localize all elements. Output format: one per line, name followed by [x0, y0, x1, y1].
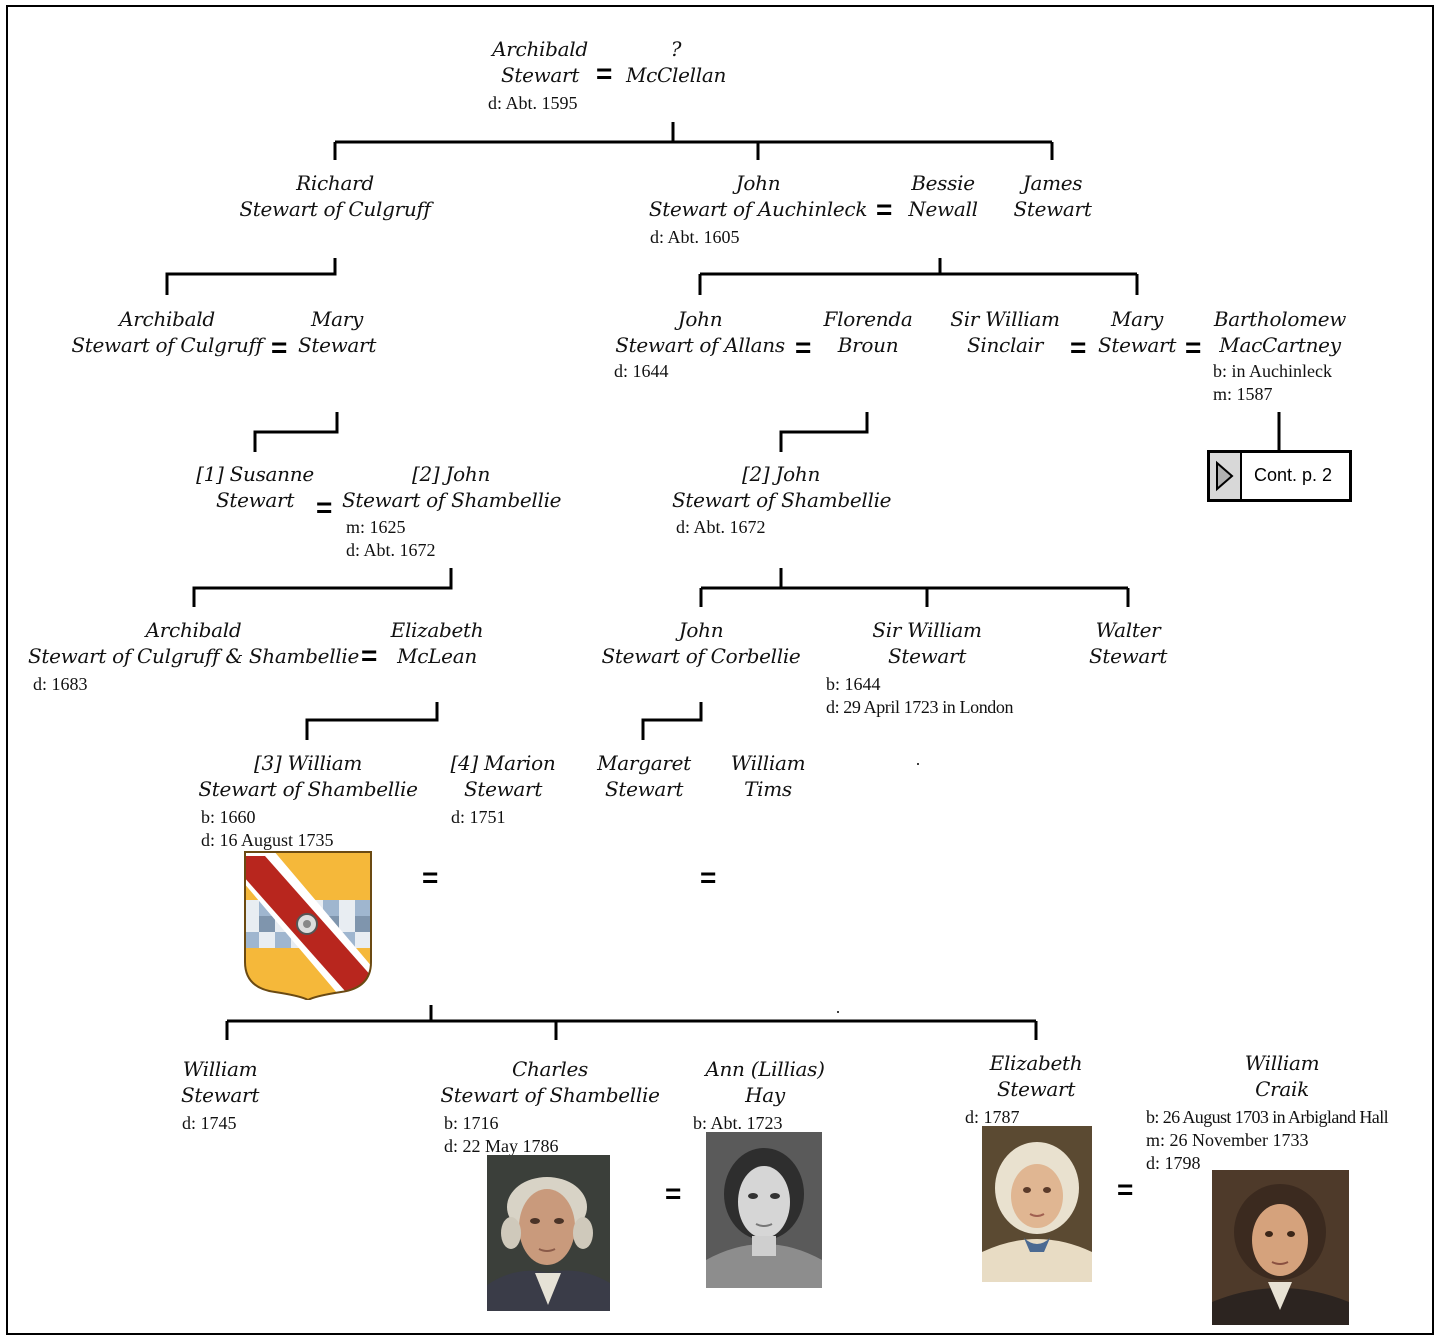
person-john-stewart-shambellie-a[interactable]: [2] John Stewart of Shambellie	[342, 462, 562, 512]
play-arrow-icon	[1210, 453, 1242, 499]
marriage-symbol: =	[422, 862, 439, 893]
archibald-cs-death: d: 1683	[33, 674, 88, 694]
marion-death: d: 1751	[451, 807, 506, 827]
person-john-stewart-allans[interactable]: John Stewart of Allans	[615, 307, 785, 357]
sir-william-stewart-birth: b: 1644	[826, 674, 881, 694]
john-allans-death: d: 1644	[614, 361, 669, 381]
marriage-symbol: =	[361, 640, 378, 671]
person-william-stewart-jr[interactable]: William Stewart	[180, 1057, 260, 1107]
person-richard-stewart[interactable]: Richard Stewart of Culgruff	[239, 171, 431, 221]
marriage-symbol: =	[1185, 332, 1202, 363]
william-craik-birth: b: 26 August 1703 in Arbigland Hall	[1146, 1107, 1389, 1127]
person-ann-lillias-hay[interactable]: Ann (Lillias) Hay	[705, 1057, 825, 1107]
person-john-stewart-auchinleck[interactable]: John Stewart of Auchinleck	[648, 171, 868, 221]
john-auchinleck-death: d: Abt. 1605	[650, 227, 740, 247]
line-corbellie-children	[641, 702, 703, 740]
portrait-elizabeth-stewart	[982, 1126, 1092, 1282]
person-elizabeth-mclean[interactable]: Elizabeth McLean	[390, 618, 484, 668]
marriage-symbol: =	[596, 58, 613, 89]
person-john-stewart-shambellie-b[interactable]: [2] John Stewart of Shambellie	[672, 462, 892, 512]
line-culgruff-children	[253, 412, 339, 452]
elizabeth-stewart-death: d: 1787	[965, 1107, 1020, 1127]
marriage-symbol: =	[876, 194, 893, 225]
person-mcclellan[interactable]: ? McClellan	[625, 37, 727, 87]
william-stewart-jr-death: d: 1745	[182, 1113, 237, 1133]
william-shambellie-death: d: 16 August 1735	[201, 830, 334, 850]
sir-william-stewart-death: d: 29 April 1723 in London	[826, 697, 1014, 717]
person-james-stewart[interactable]: James Stewart	[1013, 171, 1092, 221]
line-john-children	[698, 258, 1139, 295]
line-allans-children	[779, 412, 869, 452]
person-marion-stewart[interactable]: [4] Marion Stewart	[450, 751, 556, 801]
william-shambellie-birth: b: 1660	[201, 807, 256, 827]
marriage-symbol: =	[271, 332, 288, 363]
marriage-symbol: =	[316, 492, 333, 523]
portrait-william-craik	[1212, 1170, 1349, 1325]
person-archibald-stewart-sr[interactable]: Archibald Stewart	[492, 37, 588, 87]
line-richard-children	[165, 258, 337, 295]
john-shambellie-b-death: d: Abt. 1672	[676, 517, 766, 537]
portrait-charles-stewart	[487, 1155, 610, 1311]
line-william-children	[225, 1005, 1038, 1040]
line-shambellie-children	[699, 568, 1130, 607]
person-elizabeth-stewart[interactable]: Elizabeth Stewart	[989, 1051, 1083, 1101]
person-sir-william-sinclair[interactable]: Sir William Sinclair	[950, 307, 1060, 357]
line-susanne-children	[192, 568, 453, 607]
marriage-symbol: =	[1117, 1174, 1134, 1205]
william-craik-death: d: 1798	[1146, 1153, 1201, 1173]
person-charles-stewart-shambellie[interactable]: Charles Stewart of Shambellie	[440, 1057, 660, 1107]
archibald-sr-death: d: Abt. 1595	[488, 93, 578, 113]
continuation-link[interactable]: Cont. p. 2	[1207, 450, 1352, 502]
person-bartholomew-maccartney[interactable]: Bartholomew MacCartney	[1213, 307, 1347, 357]
person-archibald-stewart-culgruff-shambellie[interactable]: Archibald Stewart of Culgruff & Shambell…	[27, 618, 360, 668]
marriage-symbol: =	[1070, 332, 1087, 363]
line-archibald-cs-children	[305, 702, 439, 740]
person-john-stewart-corbellie[interactable]: John Stewart of Corbellie	[601, 618, 801, 668]
marriage-symbol: =	[665, 1178, 682, 1209]
person-sir-william-stewart[interactable]: Sir William Stewart	[872, 618, 982, 668]
marriage-symbol: =	[700, 862, 717, 893]
person-mary-stewart-2[interactable]: Mary Stewart	[1097, 307, 1177, 357]
person-susanne-stewart[interactable]: [1] Susanne Stewart	[196, 462, 314, 512]
person-william-tims[interactable]: William Tims	[730, 751, 806, 801]
bartholomew-marriage: m: 1587	[1213, 384, 1273, 404]
charles-birth: b: 1716	[444, 1113, 499, 1133]
ann-hay-birth: b: Abt. 1723	[693, 1113, 783, 1133]
person-archibald-stewart-culgruff[interactable]: Archibald Stewart of Culgruff	[71, 307, 263, 357]
line-gen1	[333, 122, 1054, 160]
person-mary-stewart[interactable]: Mary Stewart	[297, 307, 377, 357]
portrait-ann-hay	[706, 1132, 822, 1288]
person-florenda-broun[interactable]: Florenda Broun	[823, 307, 913, 357]
bartholomew-birth: b: in Auchinleck	[1213, 361, 1332, 381]
charles-death: d: 22 May 1786	[444, 1136, 559, 1156]
person-william-craik[interactable]: William Craik	[1244, 1051, 1320, 1101]
marriage-symbol: =	[795, 332, 812, 363]
continuation-label: Cont. p. 2	[1254, 465, 1333, 485]
person-bessie-newall[interactable]: Bessie Newall	[908, 171, 978, 221]
john-shambellie-a-death: d: Abt. 1672	[346, 540, 436, 560]
coat-of-arms-image	[244, 851, 372, 1000]
william-craik-marriage: m: 26 November 1733	[1146, 1130, 1309, 1150]
john-shambellie-a-marriage: m: 1625	[346, 517, 406, 537]
person-walter-stewart[interactable]: Walter Stewart	[1088, 618, 1168, 668]
person-william-stewart-shambellie[interactable]: [3] William Stewart of Shambellie	[198, 751, 418, 801]
person-margaret-stewart[interactable]: Margaret Stewart	[597, 751, 691, 801]
